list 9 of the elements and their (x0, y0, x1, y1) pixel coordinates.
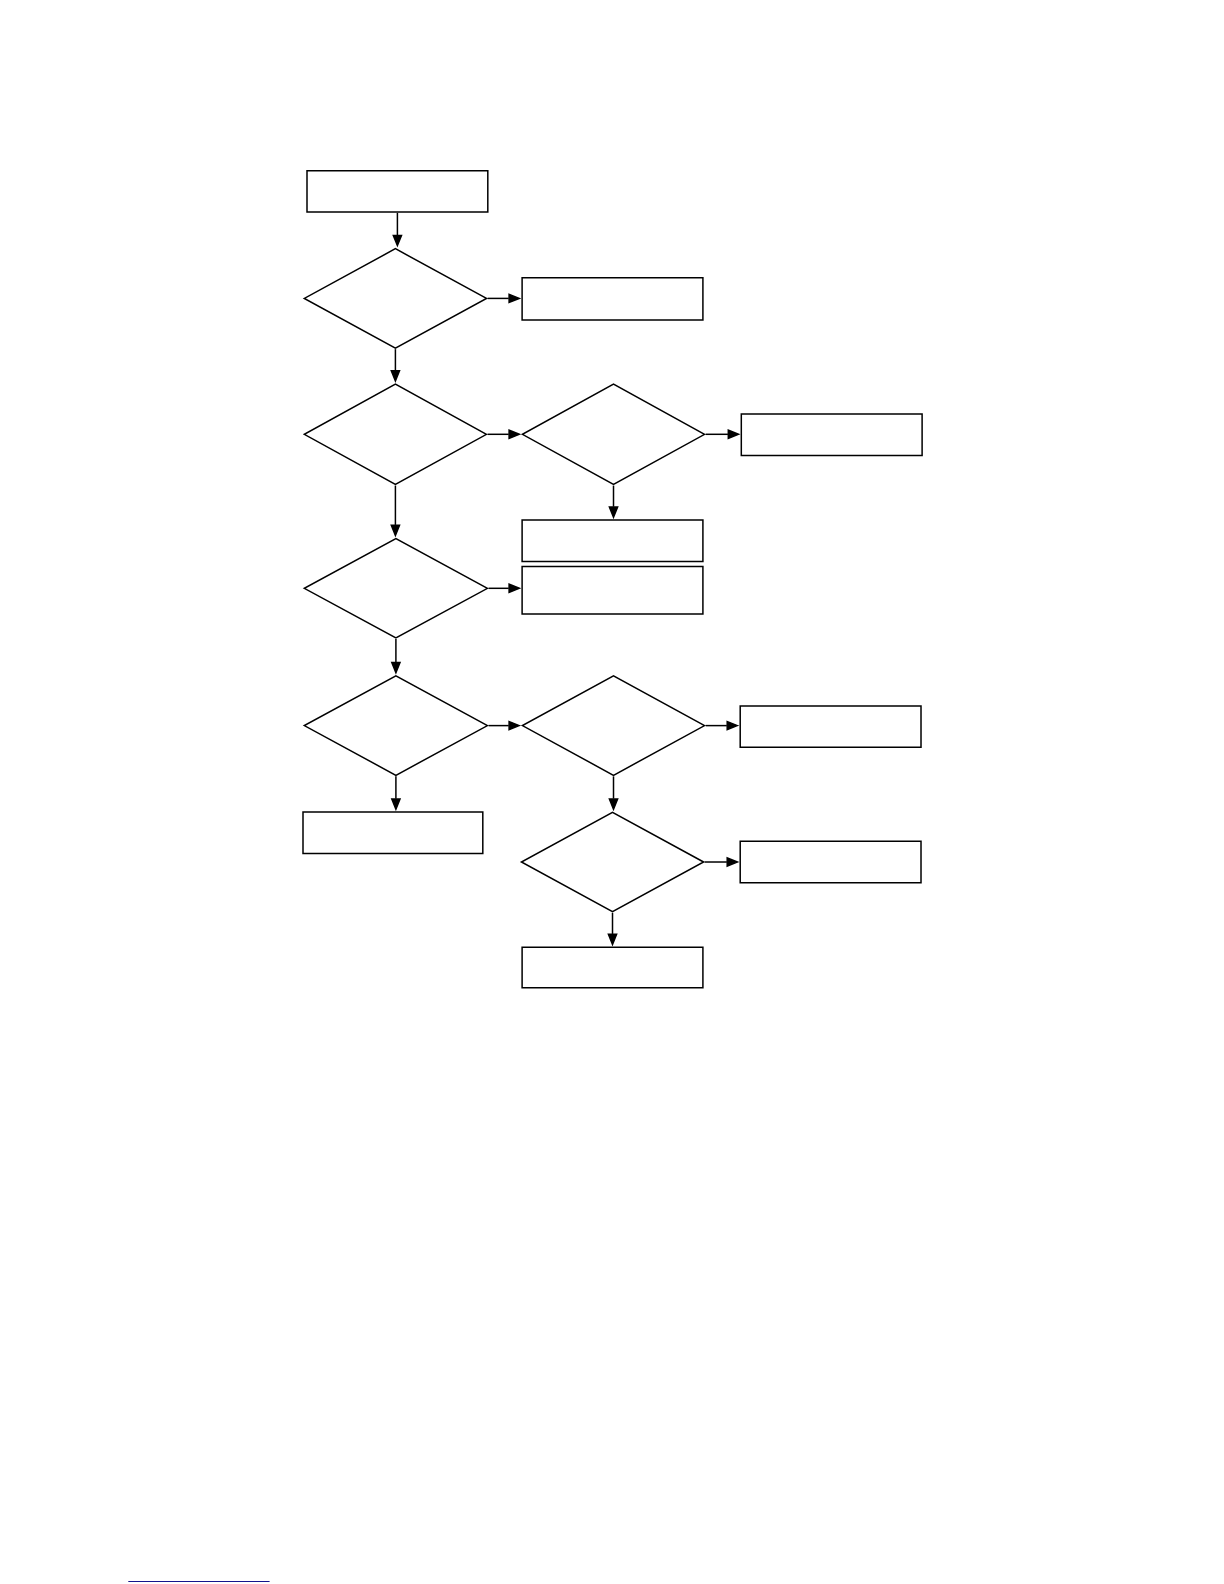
process-box (306, 169, 489, 213)
process-box (739, 705, 922, 749)
process-box (739, 840, 922, 884)
process-box (521, 276, 704, 321)
process-box (521, 519, 704, 563)
process-box (521, 565, 704, 615)
process-box (302, 811, 484, 855)
process-box (521, 946, 704, 989)
process-box (740, 413, 923, 457)
